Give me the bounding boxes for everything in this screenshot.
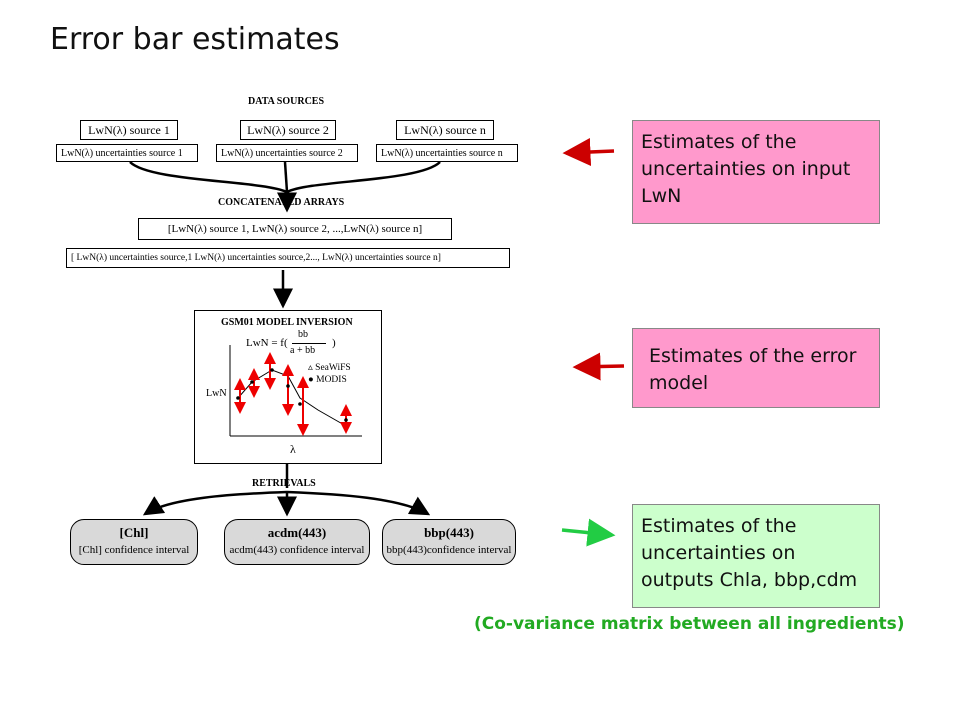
plot-ylabel: LwN bbox=[206, 388, 227, 399]
source-n-uncertainties-box: LwN(λ) uncertainties source n bbox=[376, 144, 518, 162]
covariance-footnote: (Co-variance matrix between all ingredie… bbox=[474, 614, 905, 634]
branch-curve-1 bbox=[142, 490, 288, 516]
retrieval-acdm-box: acdm(443) acdm(443) confidence interval bbox=[224, 519, 370, 565]
red-arrow-2 bbox=[572, 352, 625, 381]
branch-curve-3 bbox=[286, 490, 431, 516]
source-2-uncertainties-box: LwN(λ) uncertainties source 2 bbox=[216, 144, 358, 162]
source-1-uncertainties-box: LwN(λ) uncertainties source 1 bbox=[56, 144, 198, 162]
equation-bar bbox=[292, 343, 326, 344]
green-arrow bbox=[561, 518, 616, 547]
source-2-box: LwN(λ) source 2 bbox=[240, 120, 336, 140]
equation-lhs: LwN = f( bbox=[246, 337, 288, 349]
source-1-box: LwN(λ) source 1 bbox=[80, 120, 178, 140]
retrieval-chl-sub: [Chl] confidence interval bbox=[78, 544, 190, 556]
annotation-output-uncertainties: Estimates of the uncertainties on output… bbox=[632, 504, 880, 608]
retrieval-chl-title: [Chl] bbox=[119, 525, 149, 540]
retrieval-bbp-box: bbp(443) bbp(443)confidence interval bbox=[382, 519, 516, 565]
retrieval-bbp-sub: bbp(443)confidence interval bbox=[386, 544, 512, 556]
plot-xlabel: λ bbox=[290, 442, 296, 456]
annotation-error-model: Estimates of the error model bbox=[632, 328, 880, 408]
legend-modis: ● MODIS bbox=[308, 375, 347, 385]
legend-seawifs-label: SeaWiFS bbox=[315, 363, 351, 373]
retrievals-heading: RETRIEVALS bbox=[252, 478, 316, 489]
annotation-input-uncertainties: Estimates of the uncertainties on input … bbox=[632, 120, 880, 224]
legend-modis-label: MODIS bbox=[316, 375, 347, 385]
retrieval-bbp-title: bbp(443) bbox=[424, 525, 474, 540]
retrieval-acdm-sub: acdm(443) confidence interval bbox=[229, 544, 365, 556]
red-arrow-1 bbox=[562, 137, 615, 166]
data-sources-heading: DATA SOURCES bbox=[248, 96, 325, 107]
equation-denominator: a + bb bbox=[290, 345, 316, 356]
retrieval-acdm-title: acdm(443) bbox=[267, 525, 327, 540]
source-n-box: LwN(λ) source n bbox=[396, 120, 494, 140]
page-title: Error bar estimates bbox=[50, 22, 340, 57]
retrieval-chl-box: [Chl] [Chl] confidence interval bbox=[70, 519, 198, 565]
equation-rhs: ) bbox=[332, 337, 336, 349]
concatenated-sources-box: [LwN(λ) source 1, LwN(λ) source 2, ...,L… bbox=[138, 218, 452, 240]
legend-seawifs: ▵ SeaWiFS bbox=[308, 363, 351, 373]
merge-curve-1 bbox=[129, 161, 288, 194]
merge-curve-3 bbox=[286, 161, 441, 194]
concatenated-arrays-heading: CONCATENATED ARRAYS bbox=[218, 197, 345, 208]
model-heading: GSM01 MODEL INVERSION bbox=[221, 317, 353, 328]
merge-curve-2 bbox=[283, 161, 289, 193]
model-inversion-box: GSM01 MODEL INVERSION bbox=[194, 310, 382, 464]
equation-numerator: bb bbox=[298, 329, 308, 340]
concatenated-uncertainties-box: [ LwN(λ) uncertainties source,1 LwN(λ) u… bbox=[66, 248, 510, 268]
